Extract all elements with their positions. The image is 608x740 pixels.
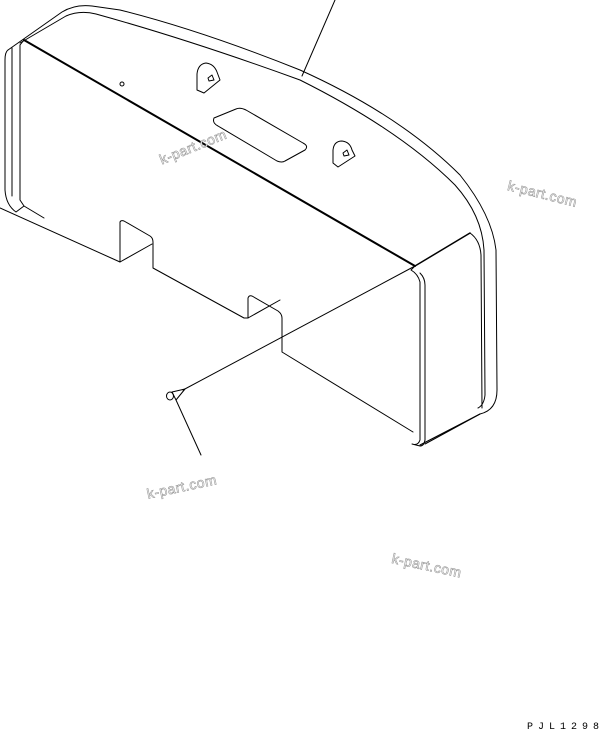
mounting-boss-right [332,140,356,168]
leader-to-screw [175,399,202,456]
recessed-plate [213,107,308,163]
assembly-line [182,265,416,391]
screw [166,388,186,401]
cover-body [0,5,498,447]
small-hole [119,81,125,87]
drawing-code: PJL1298 [526,722,604,733]
leader-to-cover [301,0,336,77]
mounting-boss-left [196,62,221,94]
